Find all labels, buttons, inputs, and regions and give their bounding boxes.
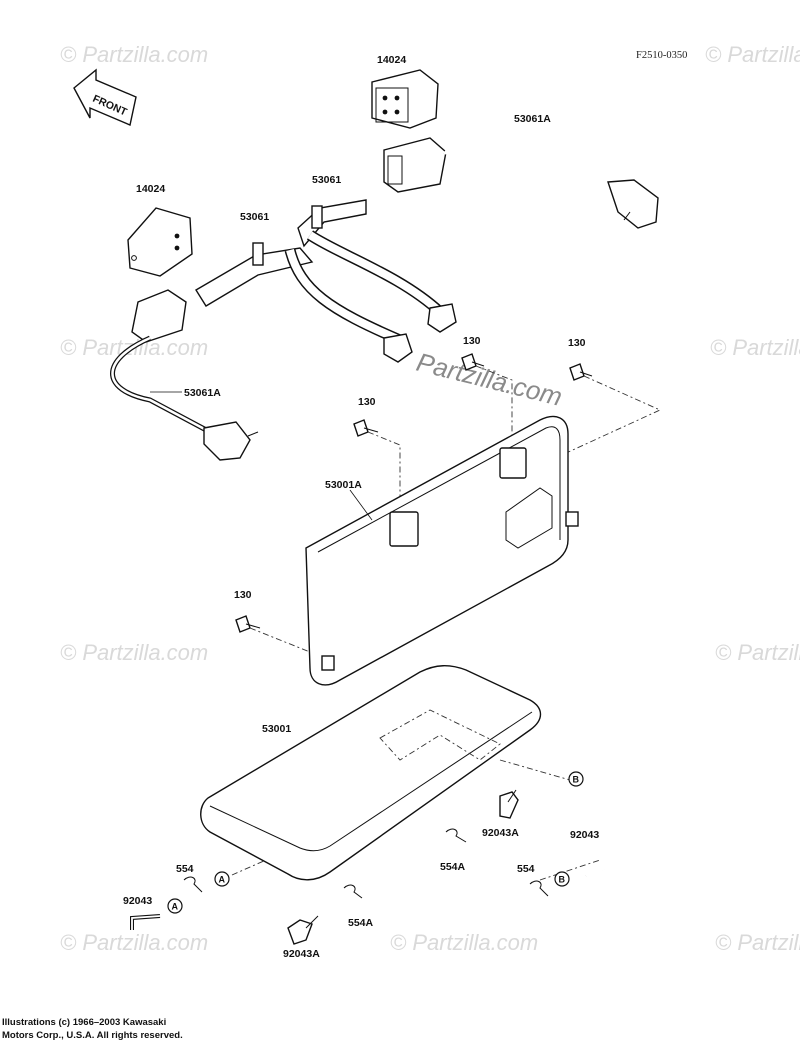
label-14024-left: 14024: [136, 183, 165, 195]
watermark: © Partzilla.com: [60, 640, 208, 665]
label-53001A: 53001A: [325, 479, 362, 491]
bolt-130-left: [353, 419, 379, 437]
ref-marker-b-lower: B: [554, 871, 570, 887]
watermark: © Partzilla.com: [60, 930, 208, 955]
watermark-center: Partzilla.com: [414, 347, 566, 412]
ref-marker-a-left: A: [167, 898, 183, 914]
label-554A-bottom: 554A: [348, 917, 374, 929]
clip-554-right: [529, 880, 549, 897]
pin-92043A-bottom: [287, 915, 319, 945]
label-53061-upper: 53061: [312, 174, 341, 186]
pin-92043-right: [585, 847, 607, 877]
label-554A-mid: 554A: [440, 861, 466, 873]
harness-53061A-upper: [383, 128, 659, 229]
watermark: © Partzilla.com: [710, 335, 800, 360]
ref-marker-label: A: [172, 902, 179, 912]
clip-554A-mid: [445, 828, 467, 843]
clip-554A-bottom: [343, 884, 363, 899]
watermark: © Partzilla.com: [715, 640, 800, 665]
ref-marker-label: B: [573, 775, 580, 785]
harness-53061A-left: [110, 289, 259, 461]
bolt-130-bottom: [235, 615, 261, 633]
label-53061A-left: 53061A: [184, 387, 221, 399]
connector-14024-left: [127, 207, 193, 277]
harness-53061: [195, 199, 457, 363]
label-554-right: 554: [517, 863, 535, 875]
seat-cushion-53001: [200, 665, 542, 881]
connector-14024-top: [371, 69, 439, 129]
watermark: © Partzilla.com: [390, 930, 538, 955]
seat-back-53001A: [305, 415, 579, 686]
front-arrow-icon: FRONT: [73, 68, 137, 126]
label-92043-left: 92043: [123, 895, 152, 907]
leader-line: [349, 489, 373, 521]
ref-marker-label: B: [559, 875, 566, 885]
label-14024-top: 14024: [377, 54, 406, 66]
label-554-left: 554: [176, 863, 194, 875]
label-53001: 53001: [262, 723, 291, 735]
label-92043A-mid: 92043A: [482, 827, 519, 839]
label-130-bottom: 130: [234, 589, 252, 601]
copyright-line-2: Motors Corp., U.S.A. All rights reserved…: [2, 1030, 183, 1041]
label-130-mid: 130: [463, 335, 481, 347]
ref-marker-b-upper: B: [568, 771, 584, 787]
diagram-code: F2510-0350: [636, 50, 687, 61]
label-130-right: 130: [568, 337, 586, 349]
watermark: © Partzilla.com: [60, 42, 208, 67]
pin-92043A-mid: [499, 789, 519, 819]
label-130-left: 130: [358, 396, 376, 408]
clip-554-left: [183, 876, 203, 893]
ref-marker-label: A: [219, 875, 226, 885]
label-92043A-bottom: 92043A: [283, 948, 320, 960]
watermark: © Partzilla.com: [705, 42, 800, 67]
copyright-line-1: Illustrations (c) 1966–2003 Kawasaki: [2, 1017, 166, 1028]
label-53061-lower: 53061: [240, 211, 269, 223]
ref-marker-a-mid: A: [214, 871, 230, 887]
label-53061A-top: 53061A: [514, 113, 551, 125]
watermark: © Partzilla.com: [715, 930, 800, 955]
pin-92043-left: [130, 914, 161, 930]
bolt-130-right: [569, 363, 593, 381]
label-92043-right: 92043: [570, 829, 599, 841]
